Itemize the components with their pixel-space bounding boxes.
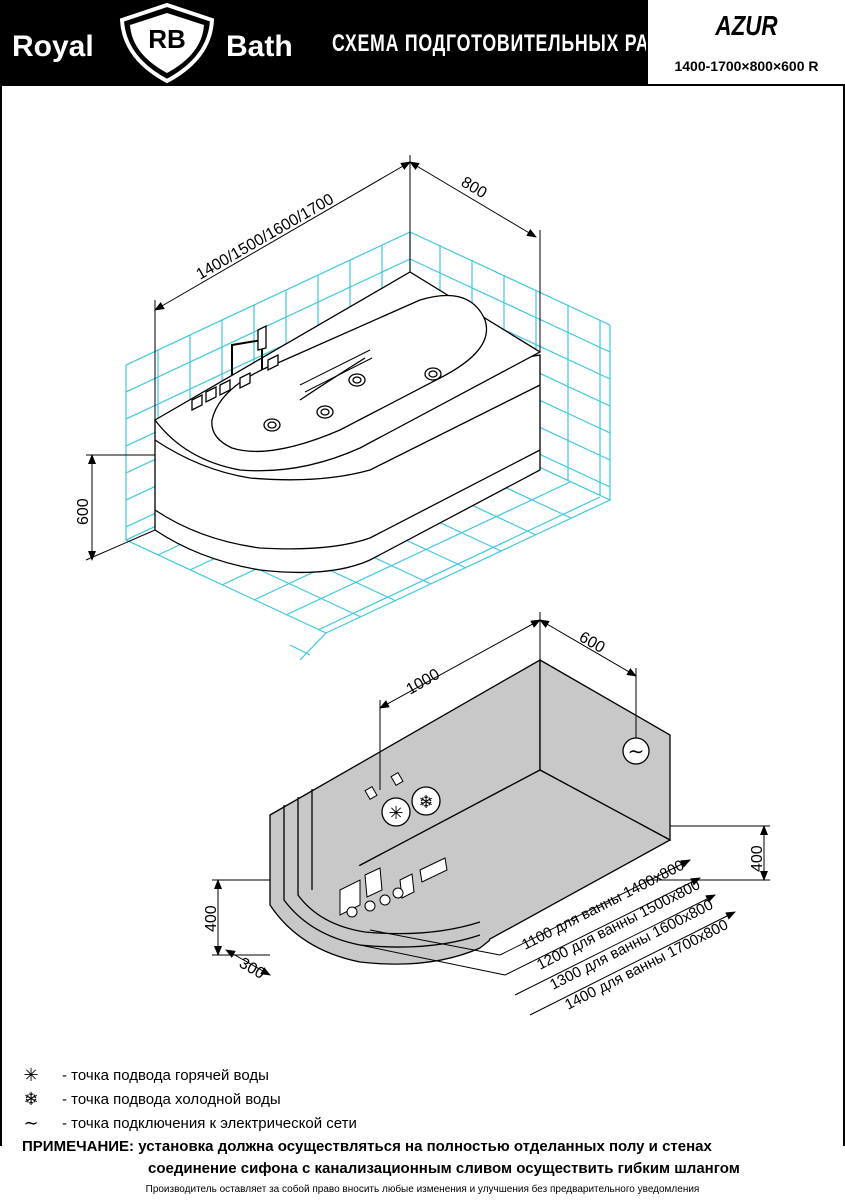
note-line-1: установка должна осуществляться на полно…: [138, 1138, 712, 1155]
header: Royal RB Bath СХЕМА ПОДГОТОВИТЕЛЬНЫХ РАБ…: [0, 0, 845, 86]
dimension-width: 800: [458, 174, 490, 202]
fittings: [339, 771, 448, 918]
model-dimensions: 1400-1700×800×600 R: [674, 58, 819, 74]
legend-text-hot: - точка подвода горячей воды: [62, 1067, 269, 1084]
wall-corner: [269, 658, 672, 965]
dimension-lines-bottom: [212, 612, 770, 1016]
brand-word-bath: Bath: [226, 30, 293, 63]
hot-water-point: ✳: [381, 797, 411, 827]
legend-text-cold: - точка подвода холодной воды: [62, 1091, 281, 1108]
schema-title-box: СХЕМА ПОДГОТОВИТЕЛЬНЫХ РАБОТ: [318, 0, 688, 86]
model-box: AZUR 1400-1700×800×600 R: [646, 0, 845, 86]
brand-logo: Royal RB Bath: [0, 0, 318, 86]
dimension-400-right: 400: [749, 845, 766, 872]
shield-icon: RB: [119, 2, 215, 84]
note-label: ПРИМЕЧАНИЕ:: [22, 1138, 135, 1155]
dimension-400-left: 400: [203, 905, 220, 932]
cold-water-point: ❄: [411, 786, 441, 816]
model-name: AZUR: [715, 10, 778, 41]
hot-water-icon: ✳: [23, 1065, 39, 1086]
footer-disclaimer: Производитель оставляет за собой право в…: [145, 1184, 700, 1195]
electric-icon: ∼: [628, 739, 645, 763]
schema-title: СХЕМА ПОДГОТОВИТЕЛЬНЫХ РАБОТ: [332, 30, 690, 57]
bathtub-top: [154, 271, 542, 574]
legend-hot-water: ✳ - точка подвода горячей воды: [18, 1065, 518, 1087]
note-line-2: соединение сифона с канализационным слив…: [148, 1160, 740, 1177]
dimension-300: 300: [236, 955, 268, 983]
electric-icon: ∼: [23, 1113, 39, 1134]
legend-cold-water: ❄ - точка подвода холодной воды: [18, 1089, 518, 1111]
brand-word-royal: Royal: [12, 30, 94, 63]
drawing-area: [0, 86, 845, 1146]
legend-text-electric: - точка подключения к электрической сети: [62, 1115, 357, 1132]
brand-monogram: RB: [148, 24, 186, 54]
electric-point: ∼: [622, 737, 650, 765]
note: ПРИМЕЧАНИЕ: установка должна осуществлят…: [22, 1138, 832, 1155]
dimension-600: 600: [576, 629, 608, 657]
cold-water-icon: ❄: [418, 792, 433, 813]
hot-water-icon: ✳: [388, 803, 403, 824]
legend-electric: ∼ - точка подключения к электрической се…: [18, 1113, 518, 1135]
dimension-height: 600: [75, 498, 92, 525]
cold-water-icon: ❄: [23, 1089, 39, 1110]
dimension-1000: 1000: [404, 666, 443, 699]
dimension-lines-top: [85, 155, 541, 561]
dimension-length: 1400/1500/1600/1700: [194, 191, 337, 284]
